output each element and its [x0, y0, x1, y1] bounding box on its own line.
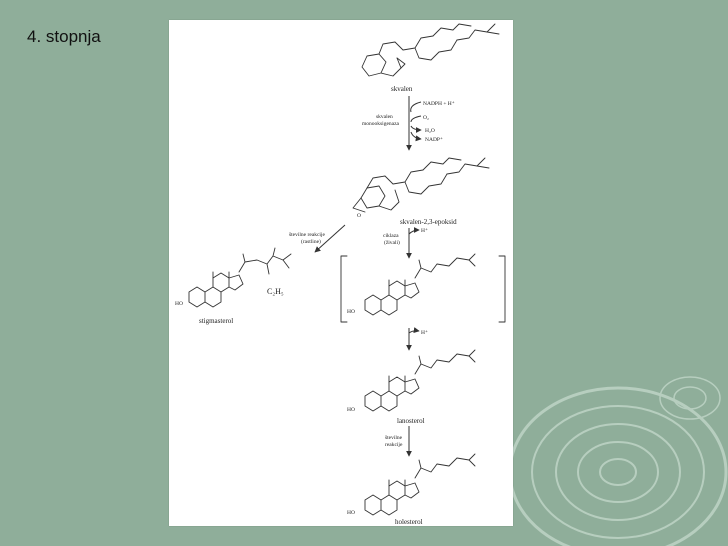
label-ho-intermediate: HO: [347, 309, 355, 315]
arrow-out-h-2: [408, 327, 420, 334]
label-o2: O₂: [423, 115, 429, 121]
label-squalene: skvalen: [391, 85, 413, 93]
cholesterol-side-chain: [414, 453, 476, 479]
label-epoxide-o: O: [357, 213, 361, 219]
label-stigmasterol: stigmasterol: [199, 317, 233, 325]
squalene-structure: [361, 23, 500, 77]
arrow-out-nadp: [410, 131, 422, 142]
label-step4-note-1: številne: [385, 435, 403, 441]
label-cyclase-2: (živali): [384, 239, 400, 246]
label-ho-lanosterol: HO: [347, 407, 355, 413]
label-ho-cholesterol: HO: [347, 510, 355, 516]
label-plant-note-2: (rastline): [301, 238, 321, 245]
pathway-figure: skvalen NADPH + H⁺ O₂ H₂O NADP⁺ skvalen …: [169, 20, 513, 526]
arrow-plant-branch: [314, 224, 346, 253]
lanosterol-structure: [364, 375, 420, 412]
label-plant-note-1: številne reakcije: [289, 232, 325, 238]
label-step4-note-2: reakcije: [385, 442, 403, 448]
intermediate-structure: [364, 279, 420, 316]
arrow-out-h2o: [410, 125, 422, 133]
label-nadph: NADPH + H⁺: [423, 100, 455, 107]
stigmasterol-structure: [188, 271, 244, 308]
label-lanosterol: lanosterol: [397, 417, 425, 425]
label-h2o: H₂O: [425, 128, 435, 134]
intermediate-side-chain: [414, 253, 476, 279]
label-enzyme-2: monooksigenaza: [362, 121, 400, 127]
slide-title: 4. stopnja: [27, 27, 101, 46]
cholesterol-structure: [364, 479, 420, 516]
label-ho-stigmasterol: HO: [175, 301, 183, 307]
lanosterol-side-chain: [414, 349, 476, 375]
epoxide-structure: [352, 157, 490, 213]
label-proton-1: H⁺: [421, 227, 428, 234]
label-cyclase-1: ciklaza: [383, 233, 399, 239]
label-epoxide: skvalen-2,3-epoksid: [400, 218, 457, 226]
bracket-left: [340, 255, 348, 323]
label-ethyl: C₂H₅: [267, 287, 284, 296]
label-proton-2: H⁺: [421, 329, 428, 336]
label-cholesterol: holesterol: [395, 518, 423, 526]
bracket-right: [498, 255, 506, 323]
arrow-in-o2: [410, 115, 422, 123]
sterol-biosynthesis-diagram: skvalen NADPH + H⁺ O₂ H₂O NADP⁺ skvalen …: [175, 23, 506, 526]
label-enzyme-1: skvalen: [376, 114, 393, 120]
stigmasterol-side-chain: [238, 247, 292, 275]
arrow-out-h-1: [408, 227, 420, 235]
arrow-in-nadph: [410, 101, 422, 113]
label-nadp: NADP⁺: [425, 136, 443, 143]
